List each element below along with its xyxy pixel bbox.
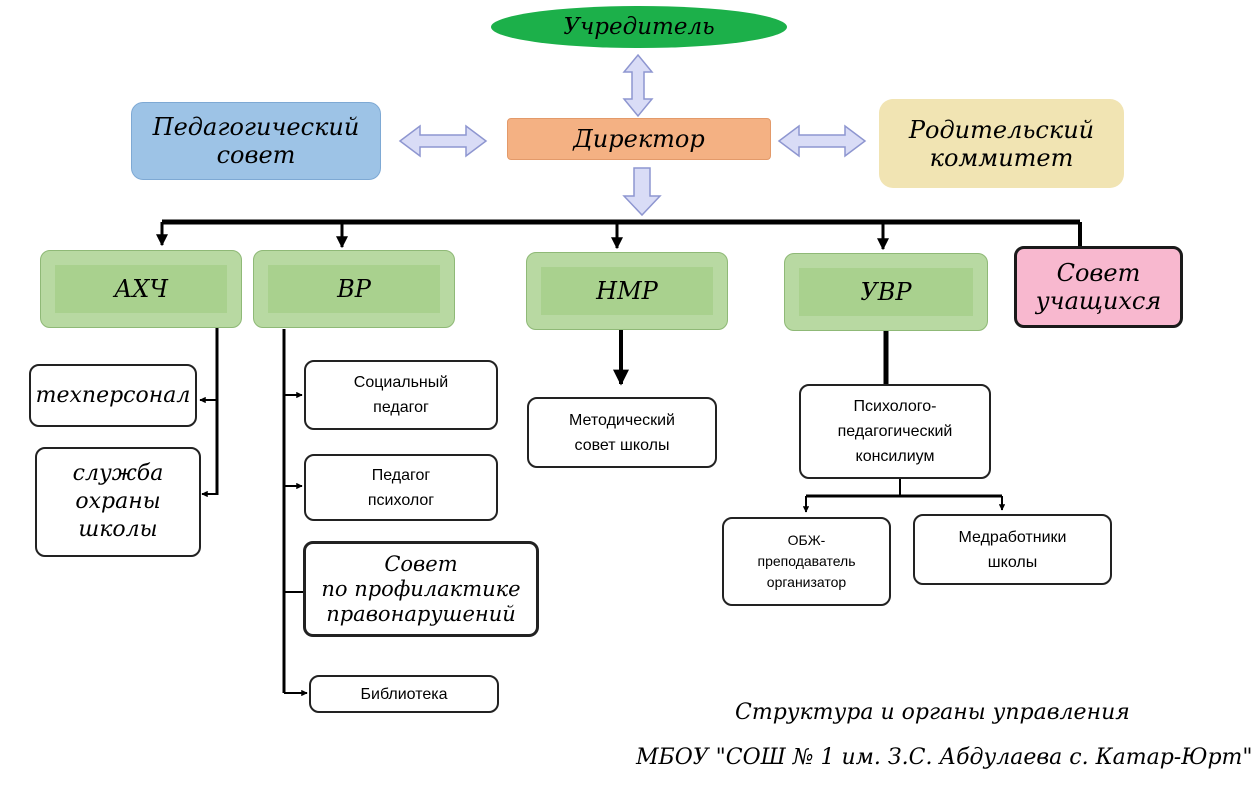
founder-director-double-arrow bbox=[622, 53, 654, 118]
student-council-node: Совет учащихся bbox=[1014, 246, 1183, 328]
uvr-node: УВР bbox=[784, 253, 988, 331]
connector-lines bbox=[156, 53, 1082, 697]
prevention-council-node: Совет по профилактике правонарушений bbox=[303, 541, 539, 637]
tech-staff-label: техперсонал bbox=[35, 382, 191, 408]
method-council-node: Методический совет школы bbox=[527, 397, 717, 468]
psychologist-label: Педагог психолог bbox=[367, 466, 435, 509]
security-node: служба охраны школы bbox=[35, 447, 201, 557]
method-council-label: Методический совет школы bbox=[569, 411, 675, 454]
ahch-node: АХЧ bbox=[40, 250, 242, 328]
founder-label: Учредитель bbox=[563, 14, 715, 40]
security-label: служба охраны школы bbox=[72, 461, 164, 542]
library-node: Библиотека bbox=[309, 675, 499, 713]
ppk-node: Психолого- педагогический консилиум bbox=[799, 384, 991, 479]
pedagogical-council-node: Педагогический совет bbox=[131, 102, 381, 180]
director-label: Директор bbox=[573, 125, 705, 153]
vr-label: ВР bbox=[337, 275, 371, 303]
caption-line-2: МБОУ "СОШ № 1 им. З.С. Абдулаева с. Ката… bbox=[636, 745, 1253, 770]
parent-committee-node: Родительский коммитет bbox=[879, 99, 1124, 188]
pedagogical-council-label: Педагогический совет bbox=[152, 113, 360, 169]
director-down-arrow bbox=[622, 167, 662, 217]
ped-council-director-double-arrow bbox=[398, 124, 488, 158]
director-node: Директор bbox=[507, 118, 771, 160]
prevention-council-label: Совет по профилактике правонарушений bbox=[321, 551, 521, 626]
tech-staff-node: техперсонал bbox=[29, 364, 197, 427]
nmr-label: НМР bbox=[596, 277, 658, 305]
founder-node: Учредитель bbox=[491, 6, 787, 48]
parent-committee-label: Родительский коммитет bbox=[908, 115, 1095, 172]
ahch-label: АХЧ bbox=[114, 275, 168, 303]
nmr-node: НМР bbox=[526, 252, 728, 330]
social-pedagogue-label: Социальный педагог bbox=[353, 374, 449, 416]
ppk-label: Психолого- педагогический консилиум bbox=[837, 398, 953, 465]
psychologist-node: Педагог психолог bbox=[304, 454, 498, 521]
library-label: Библиотека bbox=[360, 685, 448, 703]
medical-label: Медработники школы bbox=[958, 528, 1067, 571]
medical-node: Медработники школы bbox=[913, 514, 1112, 585]
obzh-node: ОБЖ- преподаватель организатор bbox=[722, 517, 891, 606]
uvr-label: УВР bbox=[860, 278, 912, 306]
caption-line-1: Структура и органы управления bbox=[735, 700, 1130, 725]
student-council-label: Совет учащихся bbox=[1035, 259, 1162, 315]
social-pedagogue-node: Социальный педагог bbox=[304, 360, 498, 430]
vr-node: ВР bbox=[253, 250, 455, 328]
director-parent-committee-double-arrow bbox=[777, 124, 867, 158]
obzh-label: ОБЖ- преподаватель организатор bbox=[757, 532, 856, 590]
